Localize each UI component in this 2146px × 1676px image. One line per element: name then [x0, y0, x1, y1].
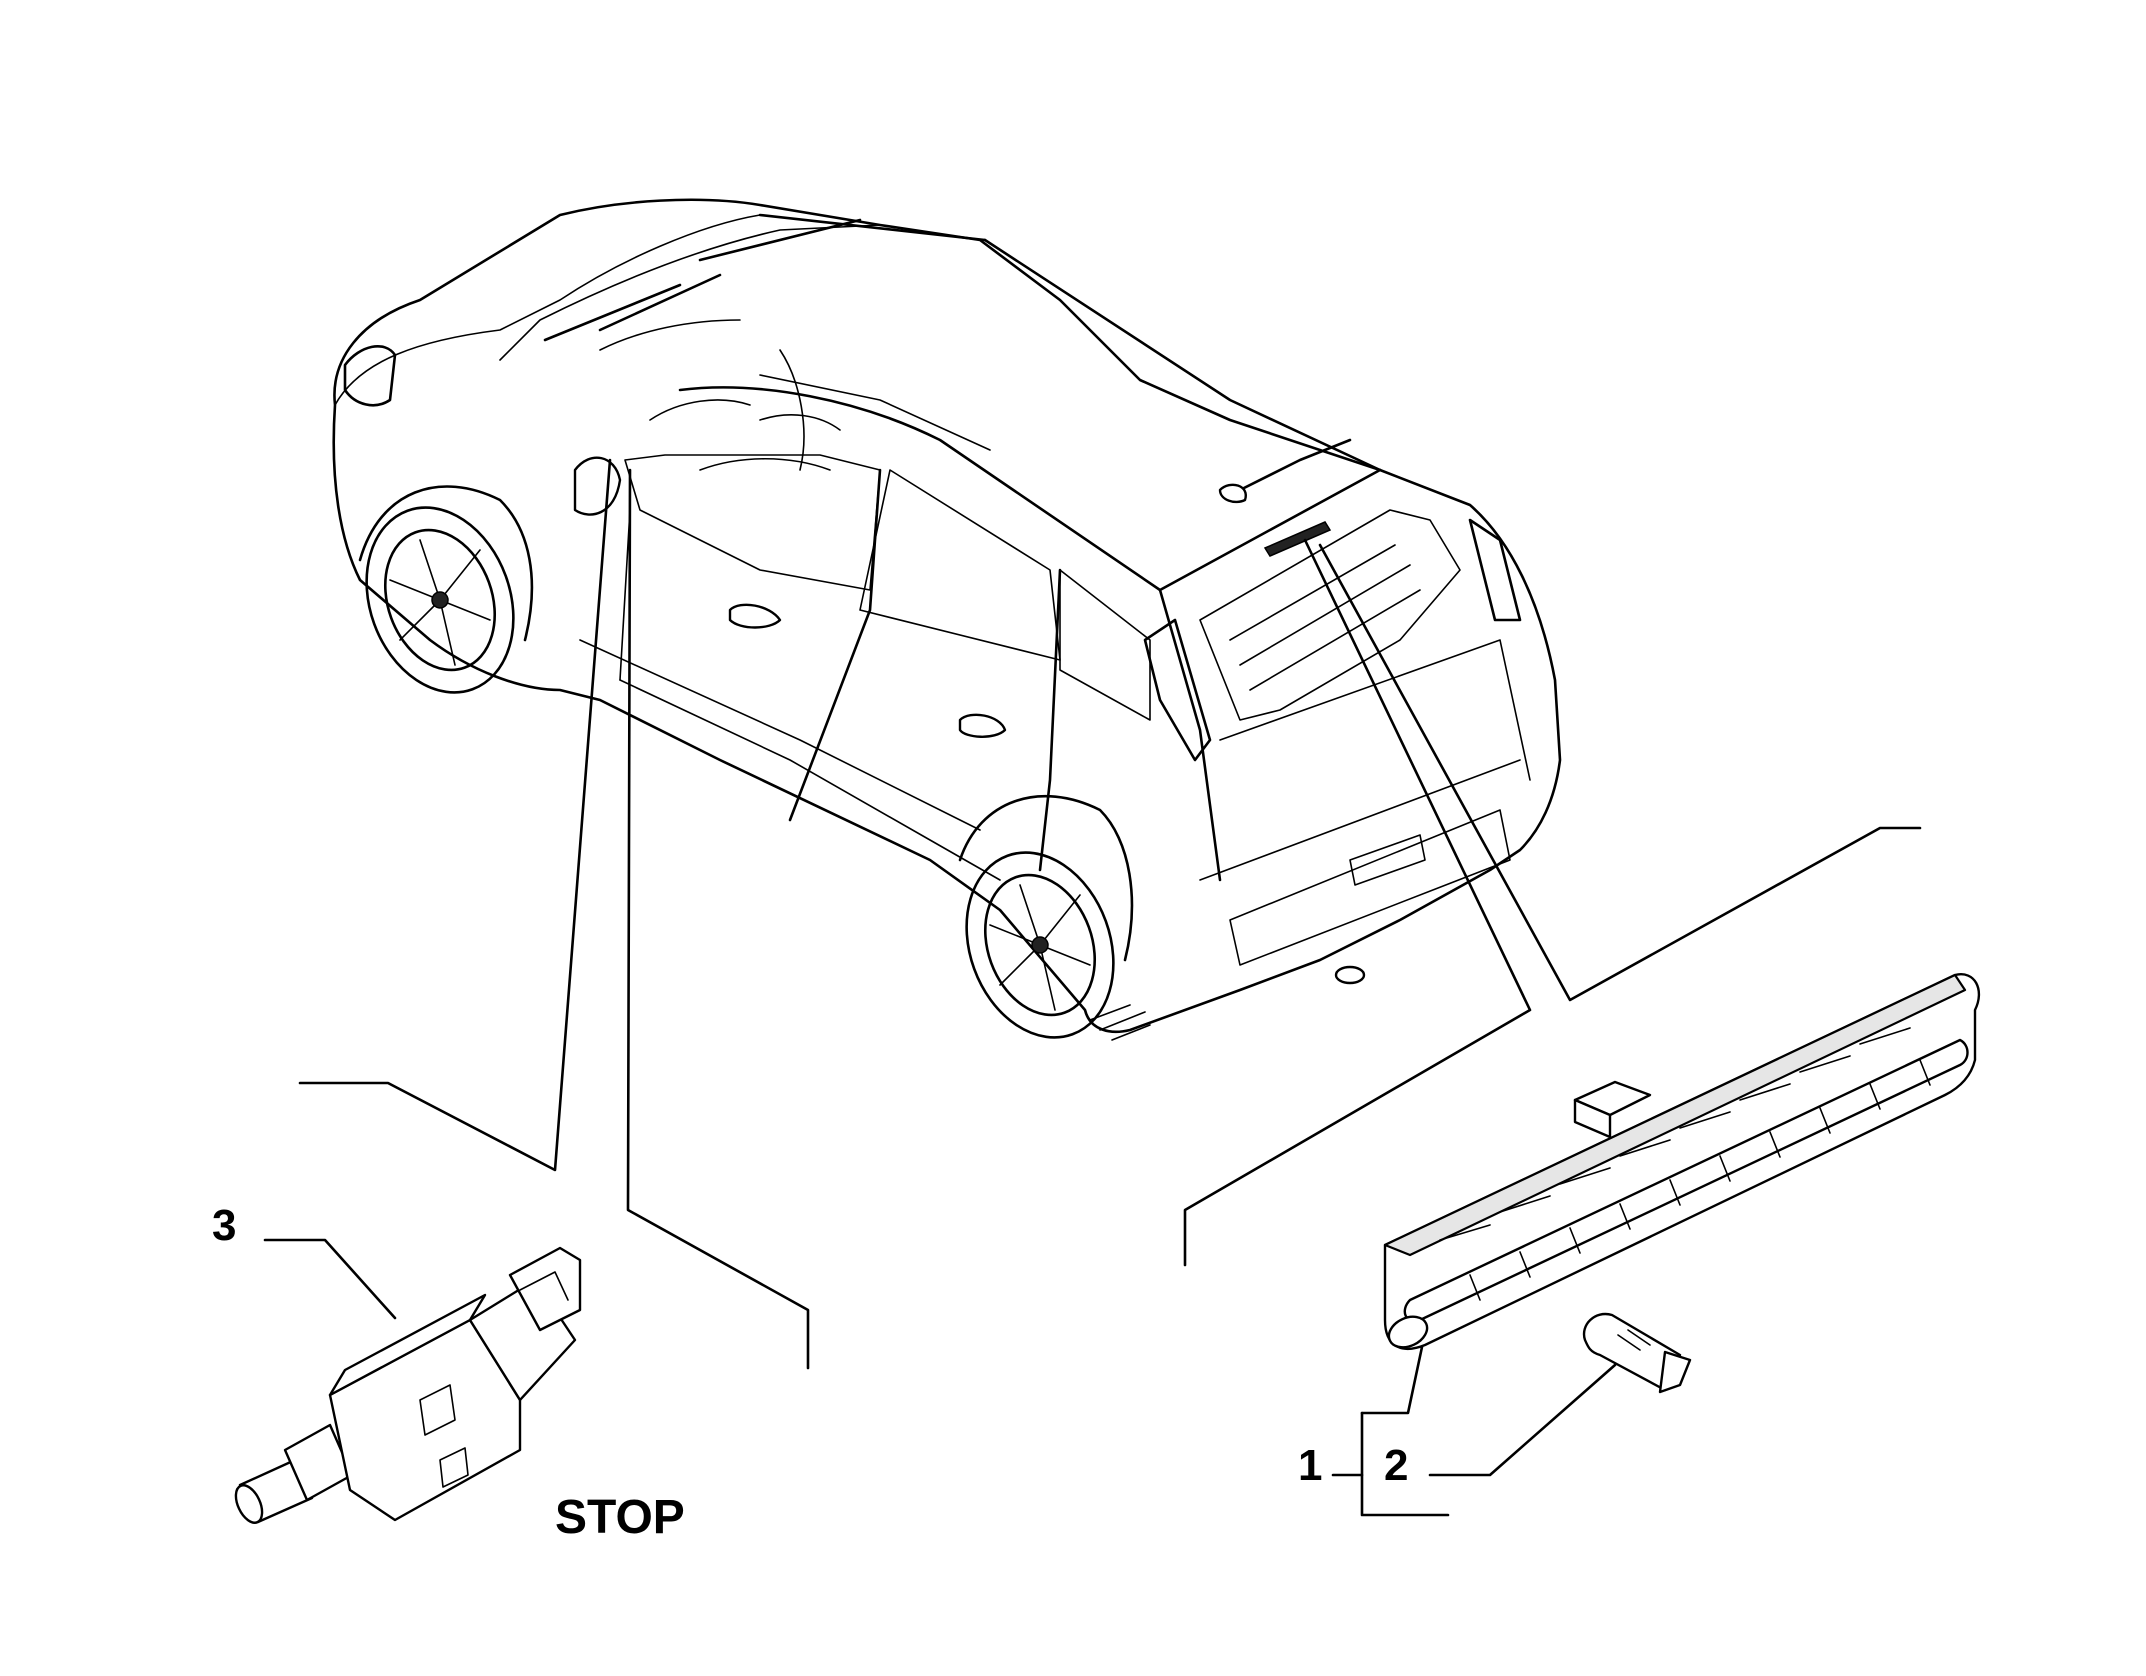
- bulb: [1428, 1312, 1692, 1477]
- callout-1: 1: [1298, 1441, 1322, 1490]
- leader-lines: [298, 458, 1922, 1370]
- callout-2: 2: [1384, 1441, 1408, 1490]
- callout-3: 3: [212, 1201, 236, 1250]
- brake-light-switch: [234, 1238, 582, 1524]
- car-third-brake-light: [1263, 521, 1332, 557]
- high-mounted-stop-lamp: [1360, 973, 1981, 1415]
- caption-stop: STOP: [555, 1491, 685, 1544]
- callout-bracket: [1360, 1411, 1450, 1517]
- car-illustration: [332, 198, 1562, 1041]
